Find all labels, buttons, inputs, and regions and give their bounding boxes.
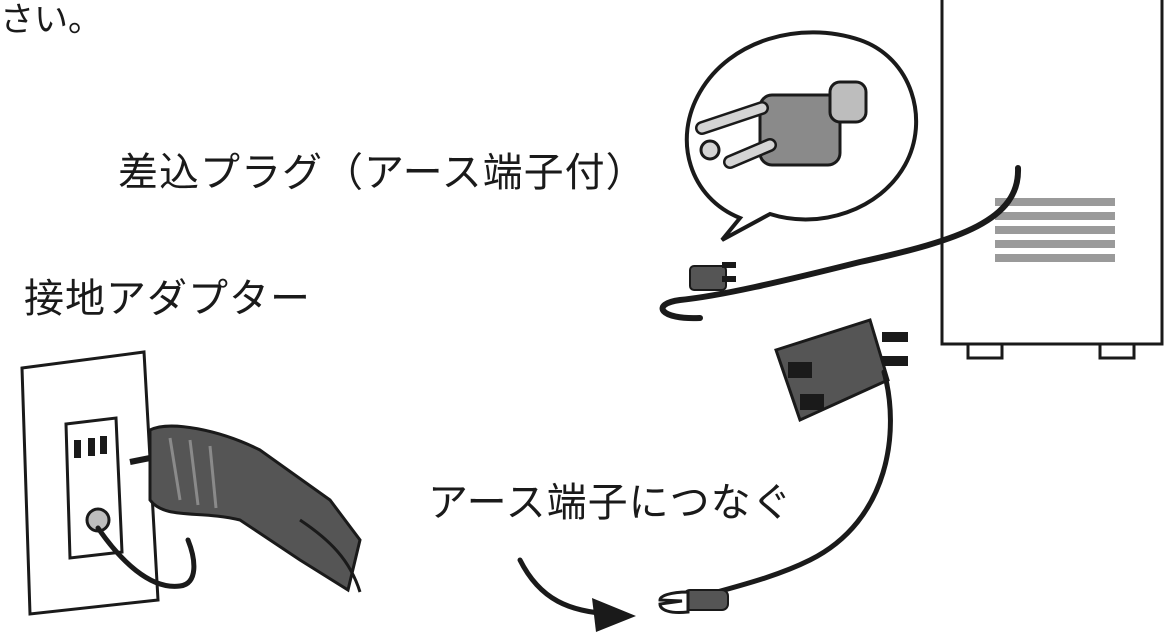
fork-terminal-icon xyxy=(658,589,729,614)
instruction-text-fragment: さい。 xyxy=(0,0,102,40)
plug-closeup-bubble xyxy=(684,30,919,242)
curved-arrow-icon xyxy=(517,557,636,632)
earth-terminal-label: アース端子につなぐ xyxy=(428,480,793,526)
adapter-label: 接地アダプター xyxy=(24,276,311,322)
vent-grille xyxy=(995,198,1115,262)
plug-label: 差込プラグ（アース端子付） xyxy=(118,150,647,196)
inserted-plug-icon xyxy=(95,424,362,593)
wall-outlet xyxy=(20,350,160,616)
plug-small-icon xyxy=(689,262,736,291)
power-cord xyxy=(659,165,1022,322)
ground-wire xyxy=(687,369,893,603)
appliance-unit xyxy=(940,0,1164,360)
